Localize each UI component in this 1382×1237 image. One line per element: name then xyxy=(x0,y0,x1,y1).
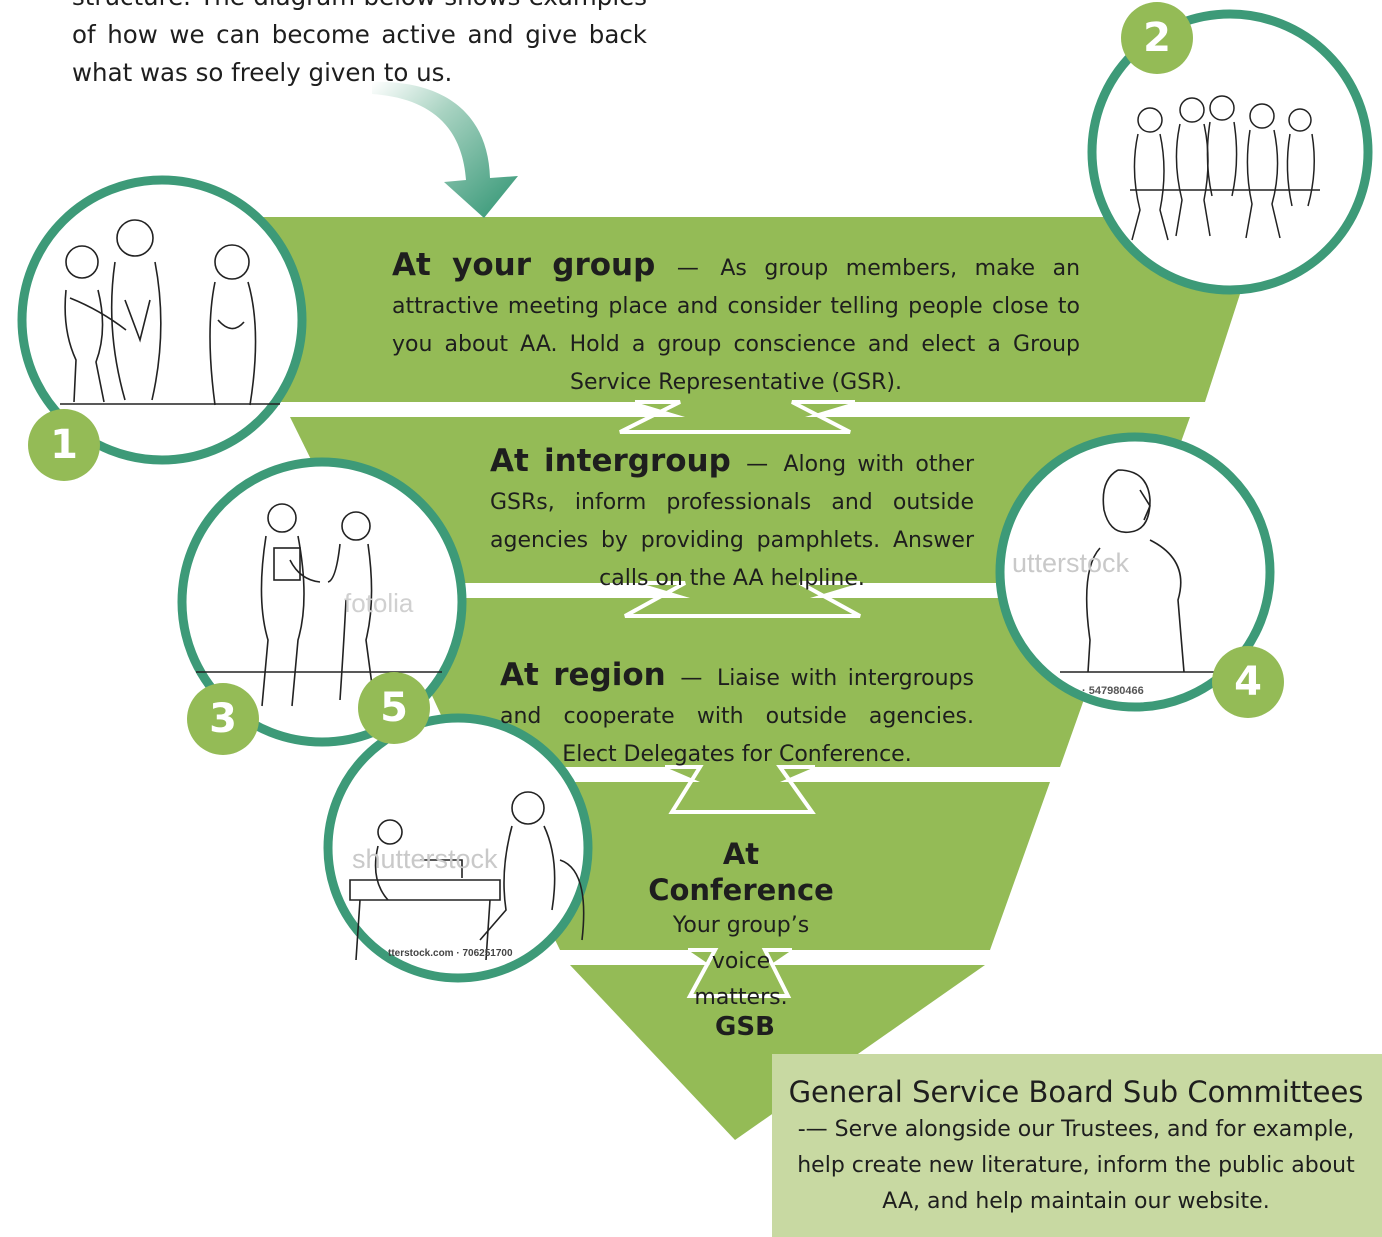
tier-band-region xyxy=(387,598,1120,767)
tier-dash: — xyxy=(680,666,703,691)
tier-conference-heading: At Conference xyxy=(648,837,834,907)
tier-dash: — xyxy=(676,256,699,281)
tier-band-conference xyxy=(478,782,1050,950)
tier-dash: — xyxy=(746,452,769,477)
badge-5: 5 xyxy=(358,672,430,744)
meeting-table-icon xyxy=(349,791,585,961)
watermark-4: utterstock xyxy=(1012,548,1130,578)
stock-id-5: tterstock.com · 706251700 xyxy=(388,948,513,959)
badge-3: 3 xyxy=(187,683,259,755)
badge-1: 1 xyxy=(28,409,100,481)
board-title: General Service Board Sub Committees xyxy=(788,1075,1364,1109)
tier-group-heading: At your group xyxy=(392,247,656,283)
tier-group-text: At your group — As group members, make a… xyxy=(392,246,1080,402)
illustration-circle-5: shutterstock tterstock.com · 706251700 xyxy=(323,713,593,983)
tier-band-intergroup xyxy=(290,417,1190,583)
tier-group-body: As group members, make an attractive mee… xyxy=(392,256,1081,395)
notch-connector xyxy=(665,767,815,782)
phone-call-icon xyxy=(1060,469,1215,673)
intro-paragraph: structure. The diagram below shows examp… xyxy=(72,0,647,92)
tier-band-group xyxy=(200,217,1265,402)
tier-region-text: At region — Liaise with intergroups and … xyxy=(500,656,974,774)
illustration-circle-1 xyxy=(17,175,307,465)
tier-region-heading: At region xyxy=(500,657,666,693)
apex-gsb-label: GSB xyxy=(715,1012,775,1042)
curved-arrow-icon xyxy=(372,81,518,218)
board-subcommittees-box: General Service Board Sub Committees -— … xyxy=(772,1054,1382,1237)
intro-text: structure. The diagram below shows examp… xyxy=(72,0,647,87)
tier-region-body: Liaise with intergroups and cooperate wi… xyxy=(500,666,975,767)
illustration-circle-4: utterstock · 547980466 xyxy=(995,432,1275,712)
watermark-5: shutterstock xyxy=(352,844,498,874)
tier-intergroup-text: At intergroup — Along with other GSRs, i… xyxy=(490,442,974,598)
tier-intergroup-body: Along with other GSRs, inform profession… xyxy=(490,452,974,591)
illustration-circle-2 xyxy=(1087,9,1373,295)
board-description: -— Serve alongside our Trustees, and for… xyxy=(797,1117,1355,1214)
people-standing-icon xyxy=(60,219,280,406)
tier-intergroup-heading: At intergroup xyxy=(490,443,731,479)
badge-2: 2 xyxy=(1121,2,1193,74)
tier-band-gsb xyxy=(570,965,985,1140)
tier-conference-body: Your group’s voice matters. xyxy=(672,913,810,1010)
stock-id-4: · 547980466 xyxy=(1082,685,1144,697)
badge-4: 4 xyxy=(1212,646,1284,718)
tier-conference-text: At Conference Your group’s voice matters… xyxy=(628,836,854,1016)
watermark-3: fotolia xyxy=(344,588,414,618)
group-circle-icon xyxy=(1130,95,1320,241)
